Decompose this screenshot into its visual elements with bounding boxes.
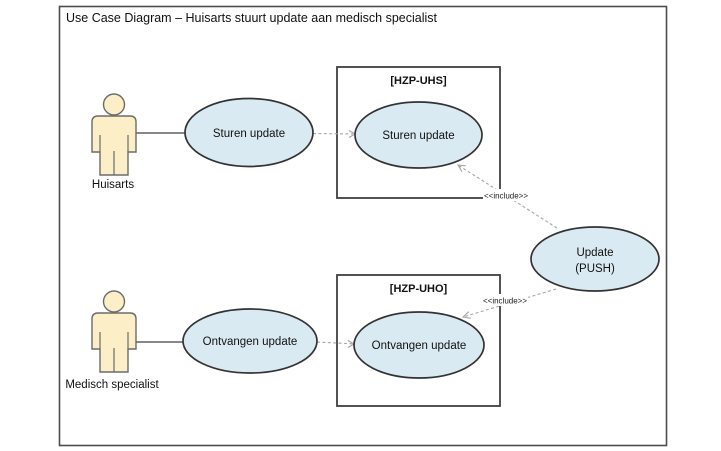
actor-huisarts-body <box>91 115 137 176</box>
actor-medisch-specialist-label: Medisch specialist <box>65 379 159 391</box>
actor-huisarts-limbs <box>99 135 129 175</box>
actor-huisarts-label: Huisarts <box>92 179 134 191</box>
include-label-1-bg <box>483 189 529 201</box>
usecase-sturen-update-system <box>354 101 483 169</box>
include-label-2-bg <box>482 294 528 306</box>
usecase-sturen-update-system-label: Sturen update <box>382 130 454 142</box>
include-label-2: <<include>> <box>483 297 527 306</box>
system-boundary-hzp-uho <box>336 274 501 407</box>
arrowhead-include-1 <box>456 164 466 172</box>
diagram-title: Use Case Diagram – Huisarts stuurt updat… <box>66 11 438 25</box>
usecase-ontvangen-update-left-label: Ontvangen update <box>203 336 298 348</box>
system-boundary-hzp-uhs-label: [HZP-UHS] <box>390 75 447 87</box>
usecase-ontvangen-update-left <box>182 308 318 374</box>
system-boundary-hzp-uhs <box>336 66 501 199</box>
usecase-ontvangen-update-system-label: Ontvangen update <box>372 340 467 352</box>
usecase-sturen-update-left <box>184 97 314 168</box>
actor-medisch-specialist <box>91 290 137 373</box>
actor-medisch-specialist-body <box>91 312 137 373</box>
system-boundary-hzp-uho-label: [HZP-UHO] <box>390 283 448 295</box>
usecase-sturen-update-left-label: Sturen update <box>213 128 285 140</box>
diagram-frame <box>58 5 668 447</box>
usecase-update-push-label-line1: Update <box>576 247 613 259</box>
dependency-ontvangen-to-system <box>316 341 353 345</box>
usecase-update-push-label-line2: (PUSH) <box>575 263 615 275</box>
dependency-sturen-to-system <box>312 132 354 135</box>
usecase-update-push <box>530 226 660 292</box>
include-label-1: <<include>> <box>484 192 528 201</box>
usecase-ontvangen-update-system <box>353 311 485 379</box>
actor-medisch-specialist-limbs <box>99 332 129 372</box>
actor-huisarts-head <box>102 93 126 116</box>
include-arrow-1 <box>457 164 558 229</box>
arrowhead-include-2 <box>461 311 471 319</box>
actor-medisch-specialist-head <box>102 290 126 313</box>
actor-huisarts <box>91 93 137 176</box>
